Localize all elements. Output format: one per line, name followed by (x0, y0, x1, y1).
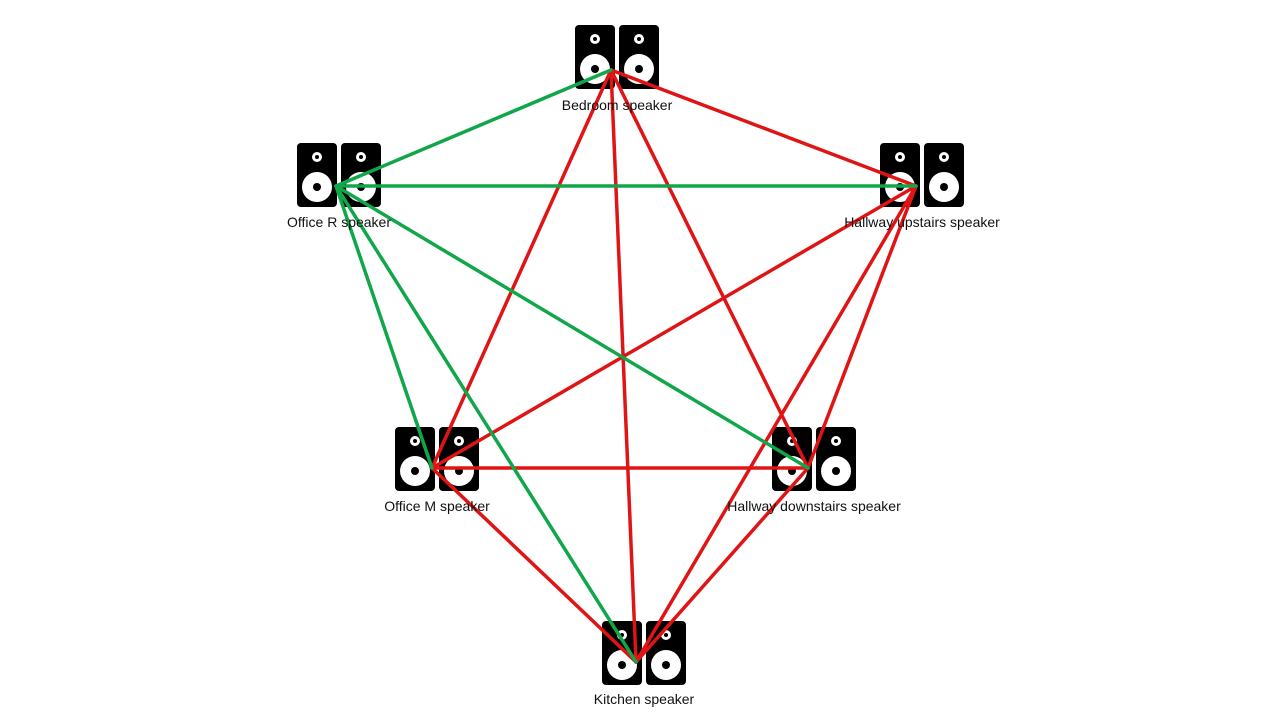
hallway-down-speaker-icon (772, 427, 856, 491)
link-office-r-to-hallway-down (334, 184, 810, 470)
bedroom-speaker-icon (575, 25, 659, 89)
office-r-label: Office R speaker (286, 214, 392, 230)
link-hallway-up-to-hallway-down (806, 184, 918, 470)
link-office-r-to-kitchen (334, 184, 638, 664)
link-bedroom-to-hallway-down (609, 68, 810, 470)
link-hallway-up-to-office-m (430, 184, 918, 470)
hallway-down-label: Hallway downstairs speaker (727, 498, 901, 514)
link-hallway-up-to-kitchen (634, 184, 918, 664)
office-m-speaker-icon (395, 427, 479, 491)
link-bedroom-to-kitchen (609, 68, 638, 664)
office-m-label: Office M speaker (384, 498, 490, 514)
link-bedroom-to-office-m (430, 68, 613, 470)
hallway-up-label: Hallway upstairs speaker (844, 214, 1000, 230)
link-office-r-to-office-m (334, 184, 434, 470)
connection-lines (334, 68, 918, 664)
speaker-icons (297, 25, 964, 685)
link-hallway-down-to-kitchen (634, 466, 810, 664)
kitchen-label: Kitchen speaker (593, 691, 695, 707)
hallway-up-speaker-icon (880, 143, 964, 207)
link-bedroom-to-office-r (334, 68, 613, 188)
bedroom-label: Bedroom speaker (561, 97, 673, 113)
link-office-m-to-kitchen (430, 466, 638, 664)
link-bedroom-to-hallway-up (609, 68, 918, 188)
